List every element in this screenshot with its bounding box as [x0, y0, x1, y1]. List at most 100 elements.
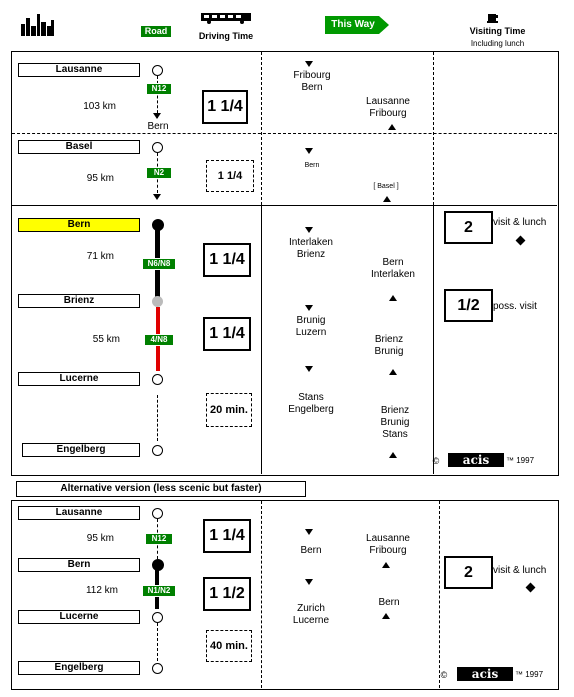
trademark-year: ™ 1997 [506, 456, 535, 465]
stop-marker [152, 374, 163, 385]
visit-time-box: 2 [444, 211, 493, 244]
driving-time-box: 1 1/4 [202, 90, 248, 124]
distance-label: 112 km [85, 585, 118, 596]
triangle-down-icon [153, 194, 161, 200]
stop-marker [152, 445, 163, 456]
route-line [157, 623, 158, 661]
main-panel [11, 51, 559, 476]
visiting-time-label: Visiting Time [469, 26, 526, 36]
city-lucerne: Lucerne [18, 610, 140, 624]
triangle-up-icon [382, 562, 390, 568]
driving-time-box: 1 1/4 [203, 317, 251, 351]
driving-time-box: 40 min. [206, 630, 252, 662]
direction-fribourg: Fribourg [369, 108, 407, 119]
column-divider [261, 52, 262, 205]
direction-brienz: Brienz [374, 334, 404, 345]
direction-engelberg: Engelberg [288, 404, 334, 415]
direction-interlaken: Interlaken [371, 269, 415, 280]
triangle-down-icon [153, 113, 161, 119]
divider [12, 133, 557, 134]
triangle-up-icon [389, 369, 397, 375]
direction-lucerne: Lucerne [292, 615, 330, 626]
copyright-symbol: © [432, 456, 440, 466]
direction-luzern: Luzern [295, 327, 327, 338]
city-brienz: Brienz [18, 294, 140, 308]
distance-label: 71 km [86, 251, 114, 262]
city-bern-highlighted: Bern [18, 218, 140, 232]
direction-brunig: Brunig [380, 417, 410, 428]
city-lausanne: Lausanne [18, 63, 140, 77]
city-skyline-icon [21, 14, 54, 36]
triangle-up-icon [388, 124, 396, 130]
column-divider [433, 205, 434, 474]
possible-visit-label: poss. visit [493, 301, 537, 312]
city-engelberg: Engelberg [18, 661, 140, 675]
direction-bern: Bern [382, 257, 404, 268]
direction-zurich: Zurich [297, 603, 325, 614]
copyright-symbol: © [440, 670, 448, 680]
stop-marker [152, 65, 163, 76]
city-basel: Basel [18, 140, 140, 154]
road-4-n8: 4/N8 [144, 334, 174, 346]
triangle-down-icon [305, 366, 313, 372]
city-bern: Bern [18, 558, 140, 572]
bus-icon [201, 13, 251, 24]
column-divider [261, 501, 262, 688]
triangle-up-icon [389, 295, 397, 301]
triangle-up-icon [389, 452, 397, 458]
trademark-year: ™ 1997 [515, 670, 544, 679]
distance-label: 103 km [83, 101, 116, 112]
stop-marker-grey [152, 296, 163, 307]
driving-time-box: 1 1/4 [203, 519, 251, 553]
driving-time-box: 1 1/2 [203, 577, 251, 611]
road-n1-n2: N1/N2 [142, 585, 176, 597]
stop-marker [152, 508, 163, 519]
alternative-panel [11, 500, 559, 690]
route-line [157, 76, 158, 118]
visit-time-box: 1/2 [444, 289, 493, 322]
triangle-up-icon [383, 196, 391, 202]
triangle-down-icon [305, 529, 313, 535]
direction-stans: Stans [382, 429, 408, 440]
direction-bern: Bern [378, 597, 400, 608]
direction-lausanne: Lausanne [366, 533, 410, 544]
direction-brienz: Brienz [380, 405, 410, 416]
route-line [157, 395, 158, 441]
road-n12: N12 [146, 83, 172, 95]
this-way-label: This Way [331, 19, 375, 30]
road-badge: Road [140, 25, 172, 38]
stop-marker [152, 142, 163, 153]
direction-fribourg: Fribourg [369, 545, 407, 556]
city-engelberg: Engelberg [22, 443, 140, 457]
direction-bern: Bern [300, 545, 322, 556]
direction-stans: Stans [298, 392, 324, 403]
coffee-cup-icon [487, 14, 498, 23]
alternative-version-label: Alternative version (less scenic but fas… [16, 481, 306, 497]
driving-time-box: 1 1/4 [203, 243, 251, 277]
direction-bern: Bern [301, 82, 323, 93]
column-divider [261, 205, 262, 474]
direction-brunig: Brunig [374, 346, 404, 357]
driving-time-box: 20 min. [206, 393, 252, 427]
driving-time-label: Driving Time [198, 31, 254, 41]
direction-brienz: Brienz [296, 249, 326, 260]
direction-fribourg: Fribourg [293, 70, 331, 81]
triangle-down-icon [305, 61, 313, 67]
visit-time-box: 2 [444, 556, 493, 589]
road-n12: N12 [145, 533, 173, 545]
direction-basel-small: [ Basel ] [373, 183, 399, 190]
driving-time-box: 1 1/4 [206, 160, 254, 192]
road-n6-n8: N6/N8 [142, 258, 176, 270]
including-lunch-label: Including lunch [470, 39, 525, 48]
city-lausanne: Lausanne [18, 506, 140, 520]
direction-brunig: Brunig [296, 315, 326, 326]
stop-marker [152, 663, 163, 674]
distance-label: 95 km [86, 173, 114, 184]
bern-label: Bern [147, 121, 169, 132]
triangle-up-icon [382, 613, 390, 619]
stop-marker [152, 612, 163, 623]
direction-interlaken: Interlaken [289, 237, 333, 248]
road-n2: N2 [146, 167, 172, 179]
distance-label: 95 km [86, 533, 114, 544]
direction-bern-small: Bern [304, 162, 320, 169]
